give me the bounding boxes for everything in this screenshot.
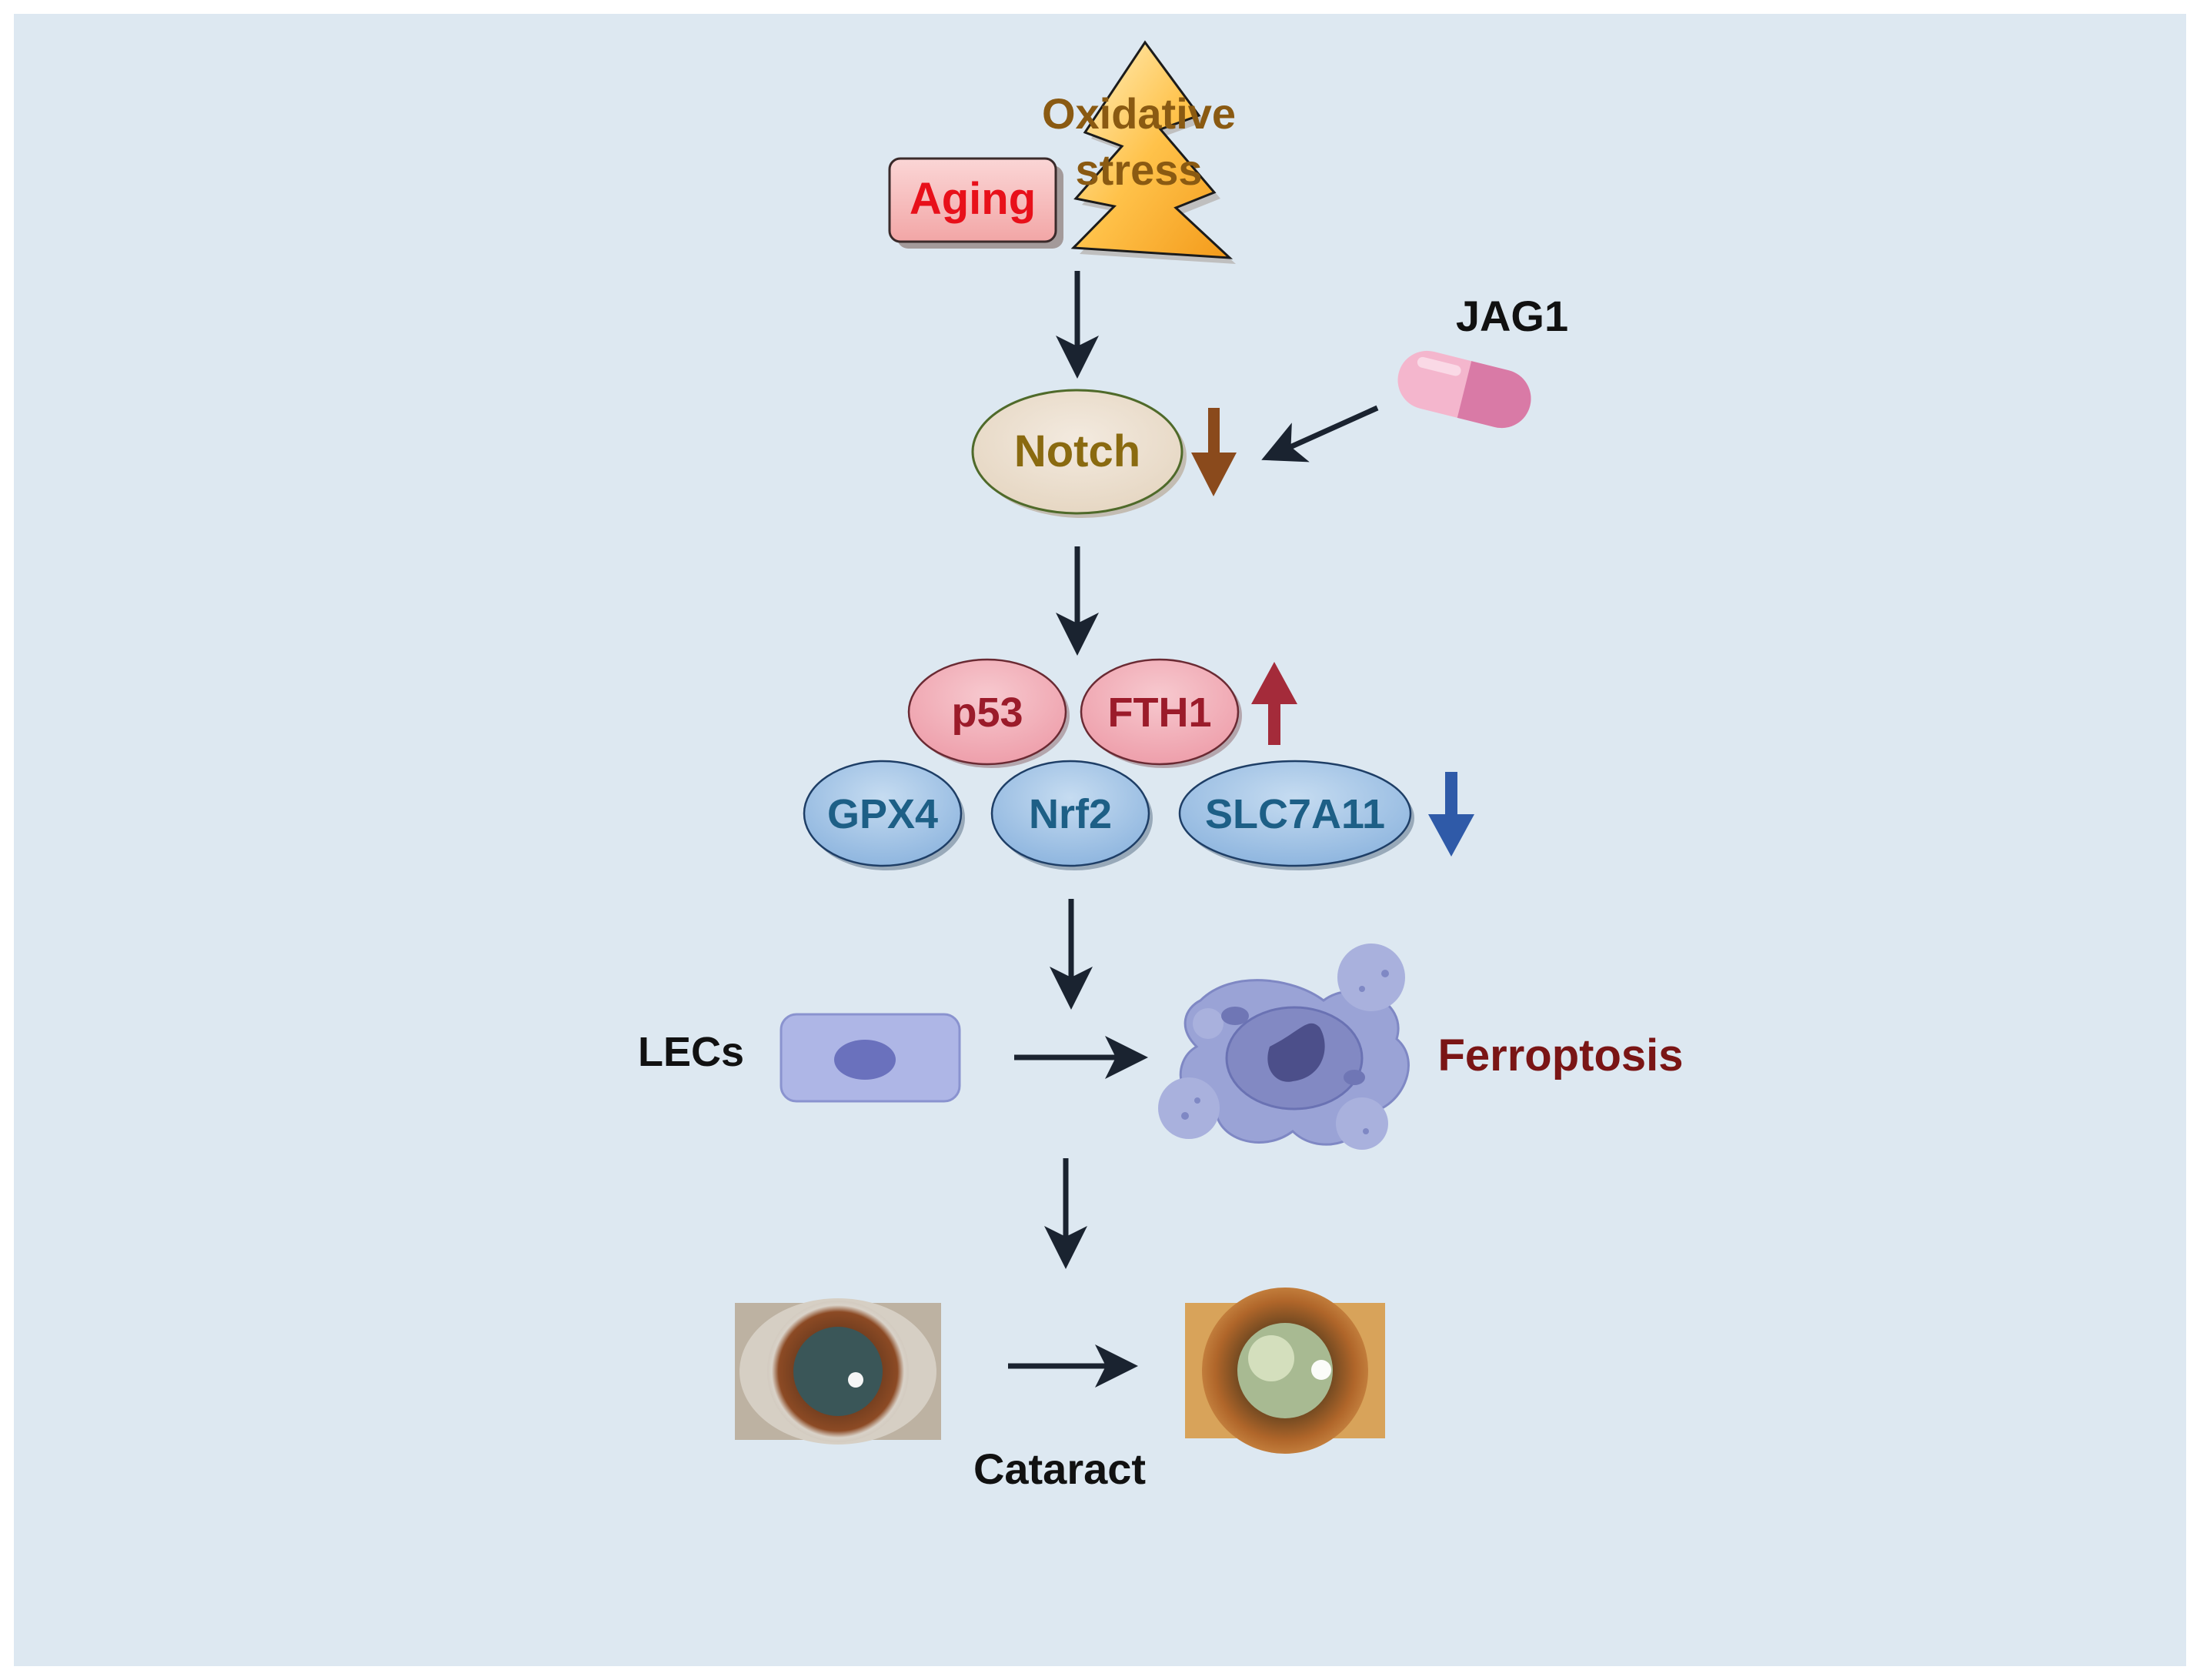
capsule-icon [1397, 350, 1531, 429]
p53-label: p53 [951, 690, 1023, 736]
fth1-node [1080, 658, 1242, 768]
cataract-label: Cataract [973, 1445, 1146, 1493]
oxidative-stress-label: Oxidative [1042, 89, 1236, 138]
notch-down-arrow-icon [1191, 408, 1237, 496]
cell-icon [780, 1013, 961, 1103]
aging-box [888, 157, 1063, 249]
notch-node [971, 389, 1187, 518]
nrf2-label: Nrf2 [1029, 791, 1112, 837]
oxidative-stress-label-line2: stress [1075, 145, 1202, 194]
up-arrow-icon [1251, 662, 1297, 745]
jag1-label: JAG1 [1456, 292, 1568, 340]
p53-node [907, 658, 1070, 768]
lecs-label: LECs [638, 1029, 744, 1075]
slc7a11-node [1178, 760, 1414, 870]
slc7a11-label: SLC7A11 [1205, 791, 1385, 837]
nrf2-node [990, 760, 1153, 870]
aging-label: Aging [910, 174, 1036, 224]
ferroptosis-label: Ferroptosis [1437, 1030, 1683, 1080]
ferroptotic-cell-icon [1158, 944, 1410, 1150]
arrow-jag1-to-notch [1261, 405, 1379, 463]
fth1-label: FTH1 [1108, 690, 1212, 736]
cataract-eye-photo [1185, 1288, 1385, 1454]
gpx4-label: GPX4 [827, 791, 938, 837]
lightning-bolt-icon [1070, 40, 1236, 264]
normal-eye-photo [735, 1298, 941, 1445]
notch-label: Notch [1014, 426, 1140, 476]
down-arrow-icon [1428, 772, 1474, 857]
gpx4-node [803, 760, 965, 870]
